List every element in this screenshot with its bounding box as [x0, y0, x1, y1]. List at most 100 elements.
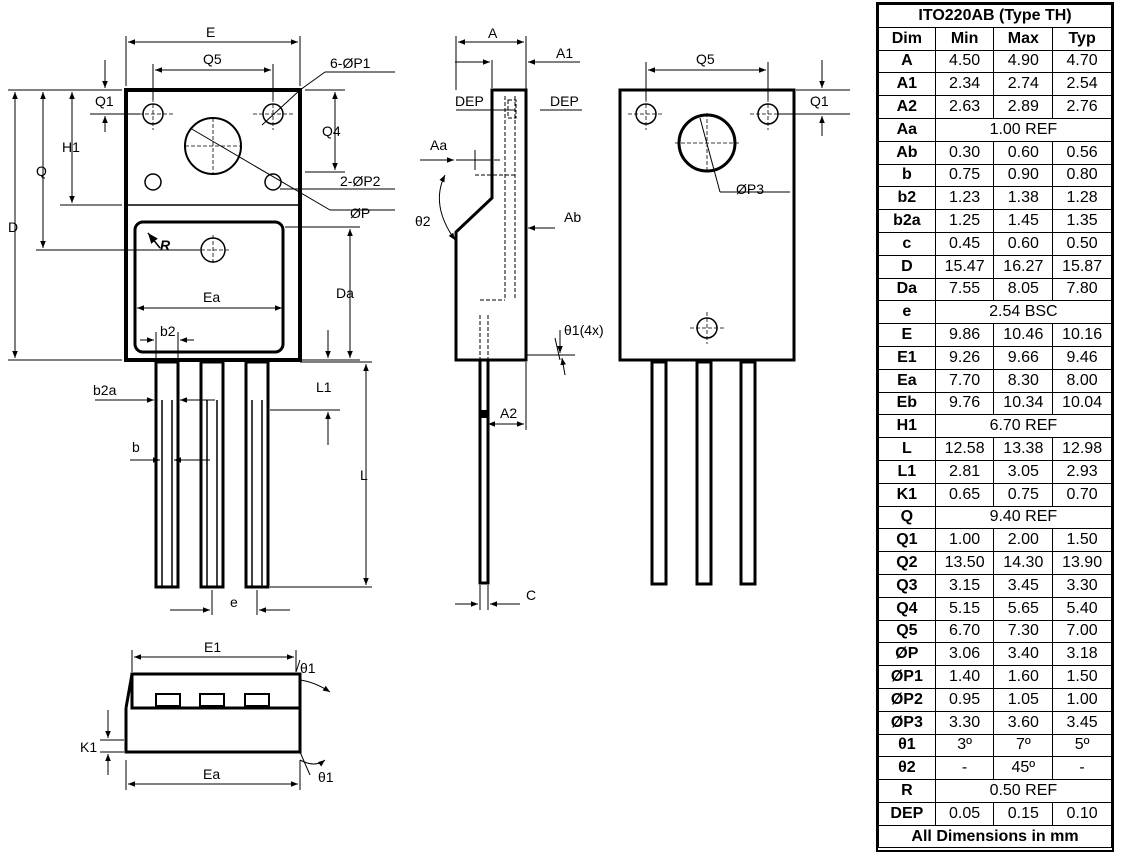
dim-typ-value: 1.35 [1052, 209, 1112, 233]
dim-typ-value: 0.56 [1052, 140, 1112, 165]
label-A1: A1 [556, 45, 573, 61]
dim-max-value: 0.60 [993, 231, 1054, 256]
label-P3: ØP3 [736, 181, 764, 197]
table-header-max: Max [993, 26, 1054, 51]
dim-label: L1 [878, 459, 936, 484]
dim-label: A1 [878, 72, 936, 97]
dim-min-value: 9.76 [934, 391, 995, 416]
dim-max-value: 1.05 [993, 687, 1054, 712]
dim-typ-value: 2.54 [1052, 72, 1112, 97]
dim-min-value: 9.26 [934, 345, 995, 370]
dim-typ-value: 0.50 [1052, 231, 1112, 256]
label-theta1-bottom: θ1 [318, 769, 334, 785]
dim-max-value: 8.30 [993, 368, 1054, 393]
dim-label: A2 [878, 95, 936, 119]
dim-typ-value: 2.76 [1052, 95, 1112, 119]
table-title: ITO220AB (Type TH) [878, 4, 1112, 28]
dim-ref-value: 6.70 REF [934, 414, 1113, 439]
dim-label: Q [878, 505, 936, 530]
label-L1: L1 [316, 379, 332, 395]
label-e: e [230, 594, 238, 610]
back-view [618, 60, 850, 586]
table-row: θ2-45º- [878, 756, 1112, 781]
dim-typ-value: 0.80 [1052, 163, 1112, 188]
dim-min-value: 0.30 [934, 140, 995, 165]
dim-typ-value: 12.98 [1052, 437, 1112, 461]
dim-typ-value: 10.16 [1052, 323, 1112, 347]
label-R: R [160, 237, 171, 253]
dim-typ-value: 5.40 [1052, 596, 1112, 621]
dim-min-value: 6.70 [934, 619, 995, 644]
label-Q: Q [36, 163, 47, 179]
dim-max-value: 45º [993, 756, 1054, 781]
dim-typ-value: 3.18 [1052, 642, 1112, 667]
dim-label: H1 [878, 414, 936, 439]
table-header-dim: Dim [878, 26, 936, 51]
dim-ref-value: 2.54 BSC [934, 300, 1113, 325]
label-Q5: Q5 [203, 51, 222, 67]
dim-min-value: 0.45 [934, 231, 995, 256]
label-E1: E1 [204, 639, 221, 655]
dim-label: K1 [878, 482, 936, 507]
dim-typ-value: 15.87 [1052, 254, 1112, 279]
dim-min-value: 3º [934, 733, 995, 758]
dim-typ-value: 3.30 [1052, 573, 1112, 598]
dimension-labels: E Q5 6-ØP1 Q1 H1 Q D Q4 2-ØP2 ØP R Ea Da… [8, 24, 829, 785]
dim-typ-value: 8.00 [1052, 368, 1112, 393]
dim-max-value: 1.38 [993, 186, 1054, 211]
dim-min-value: 3.06 [934, 642, 995, 667]
bottom-view [100, 650, 331, 790]
label-Ab: Ab [564, 209, 581, 225]
dim-label: D [878, 254, 936, 279]
dim-typ-value: 3.45 [1052, 710, 1112, 735]
dim-min-value: 3.30 [934, 710, 995, 735]
dim-min-value: 7.55 [934, 277, 995, 302]
label-C: C [526, 587, 536, 603]
dim-label: R [878, 779, 936, 803]
dim-min-value: 13.50 [934, 551, 995, 575]
label-L: L [360, 467, 368, 483]
dim-typ-value: 13.90 [1052, 551, 1112, 575]
dim-label: ØP [878, 642, 936, 667]
dim-min-value: 7.70 [934, 368, 995, 393]
dim-max-value: 8.05 [993, 277, 1054, 302]
label-Aa: Aa [430, 137, 447, 153]
label-A2: A2 [500, 405, 517, 421]
label-Da: Da [336, 285, 354, 301]
dim-min-value: 9.86 [934, 323, 995, 347]
dim-label: Da [878, 277, 936, 302]
dim-min-value: 1.23 [934, 186, 995, 211]
dim-typ-value: - [1052, 756, 1112, 781]
dim-min-value: 3.15 [934, 573, 995, 598]
dim-label: Q4 [878, 596, 936, 621]
dim-max-value: 7.30 [993, 619, 1054, 644]
dim-typ-value: 10.04 [1052, 391, 1112, 416]
label-Q5-back: Q5 [696, 51, 715, 67]
dim-label: Q2 [878, 551, 936, 575]
dim-label: A [878, 49, 936, 74]
dim-max-value: 10.46 [993, 323, 1054, 347]
dim-label: θ1 [878, 733, 936, 758]
dim-label: Ea [878, 368, 936, 393]
dim-label: b2 [878, 186, 936, 211]
dim-typ-value: 5º [1052, 733, 1112, 758]
dim-max-value: 0.15 [993, 801, 1054, 826]
dim-typ-value: 1.50 [1052, 528, 1112, 553]
table-header-typ: Typ [1052, 26, 1112, 51]
dim-max-value: 9.66 [993, 345, 1054, 370]
table-header-min: Min [934, 26, 995, 51]
